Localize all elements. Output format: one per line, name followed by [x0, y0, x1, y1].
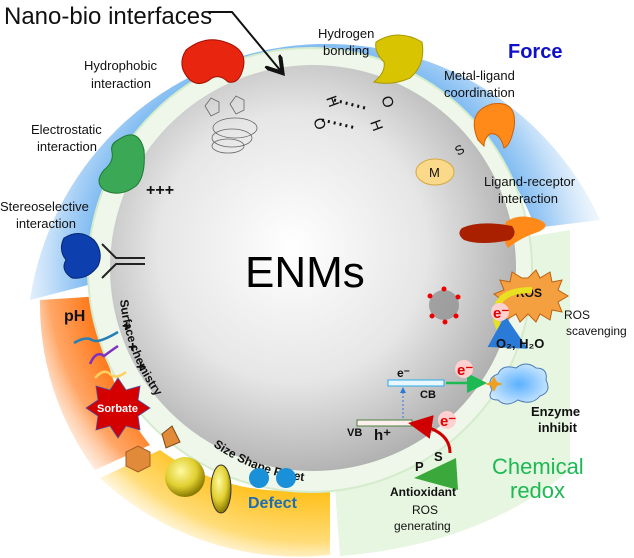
center-label: ENMs: [245, 248, 365, 297]
surface-charge-2: +: [128, 339, 137, 356]
conduction-band: [387, 379, 445, 387]
stereoselective-label-1: Stereoselective: [0, 199, 89, 214]
hydrogen-bonding-label-2: bonding: [323, 43, 369, 58]
electron-label-2: e⁻: [457, 362, 473, 379]
hydrophobic-protein-icon: [181, 39, 245, 84]
carbon-nanotube-icon: [204, 95, 258, 154]
antioxidant-triangle-icon: [414, 458, 458, 490]
title-arrow: [208, 11, 280, 70]
receptor-icon: [503, 216, 546, 248]
ros-badge-icon: [492, 269, 569, 323]
electrostatic-label-1: Electrostatic: [31, 122, 102, 137]
metal-ligand-protein-icon: [473, 103, 516, 149]
stereoselective-protein-icon: [60, 233, 101, 279]
chemical-redox-title-1: Chemical: [492, 454, 584, 479]
metal-ligand-label-2: coordination: [444, 85, 515, 100]
ros-generating-label-2: generating: [394, 519, 451, 533]
ligand-receptor-label-1: Ligand-receptor: [484, 174, 576, 189]
antioxidant-arrow: [408, 415, 452, 454]
ros-scavenging-label-1: ROS: [564, 308, 590, 322]
metal-ligand-label-1: Metal-ligand: [444, 68, 515, 83]
products-label: O₂, H₂O: [496, 336, 544, 351]
electron-badge-2: [455, 360, 473, 378]
svg-text:O: O: [377, 94, 397, 111]
electrostatic-protein-icon: [98, 134, 145, 194]
electrostatic-charges: +++: [146, 182, 174, 199]
hydrogen-bonding-protein-icon: [372, 34, 424, 84]
hydrophobic-label-2: interaction: [91, 76, 151, 91]
metal-symbol: M: [429, 165, 440, 180]
ros-scavenging-label-2: scavenging: [566, 324, 627, 338]
title: Nano-bio interfaces: [4, 3, 212, 30]
vb-label: VB: [347, 427, 362, 439]
svg-text:O: O: [309, 116, 329, 133]
antibody-icon: [101, 243, 145, 279]
hydrophobic-label-1: Hydrophobic: [84, 58, 157, 73]
cb-label: CB: [420, 389, 436, 401]
sorbate-badge-icon: [85, 377, 151, 439]
surface-charge-1: +: [122, 318, 131, 335]
electron-label-3: e⁻: [440, 413, 456, 430]
ph-label: pH: [64, 308, 85, 325]
stereoselective-label-2: interaction: [16, 216, 76, 231]
metal-ion-icon: [415, 158, 455, 186]
sorbate-label: Sorbate: [97, 403, 138, 415]
band-electron-label: e⁻: [397, 366, 410, 380]
defect-label: Defect: [248, 495, 298, 512]
ligand-icon: [459, 223, 515, 243]
hole-label: h⁺: [374, 427, 391, 444]
ligand-receptor-label-2: interaction: [498, 191, 558, 206]
fullerene-icon: [427, 286, 461, 325]
hydrogen-bonding-label-1: Hydrogen: [318, 26, 374, 41]
ros-generating-label-1: ROS: [412, 503, 438, 517]
enzyme-inhibit-label-2: inhibit: [538, 420, 578, 435]
nanoparticle-shapes-icon: [125, 425, 296, 514]
surface-charge-3: +: [136, 359, 145, 376]
inhibitor-star-icon: [485, 376, 503, 392]
electron-label-1: e⁻: [493, 305, 509, 322]
force-title: Force: [508, 41, 562, 63]
enm-core: [110, 65, 516, 471]
polymer-chains-icon: [73, 330, 127, 379]
electron-badge-1: [491, 303, 509, 321]
electrostatic-label-2: interaction: [37, 139, 97, 154]
s-label: S: [434, 449, 443, 464]
valence-band: [356, 419, 413, 427]
antioxidant-label: Antioxidant: [390, 485, 456, 499]
enzyme-inhibit-label-1: Enzyme: [531, 404, 580, 419]
p-label: P: [415, 459, 424, 474]
electron-badge-3: [438, 411, 456, 429]
chemical-redox-title-2: redox: [510, 478, 565, 503]
enzyme-cloud-icon: [489, 363, 549, 405]
